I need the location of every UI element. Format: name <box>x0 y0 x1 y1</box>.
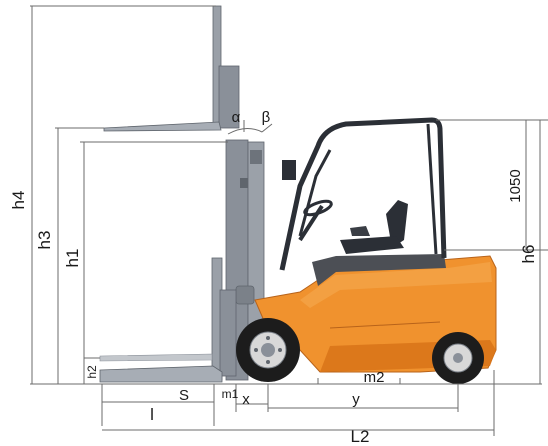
label-s: S <box>179 387 189 404</box>
label-l2: L2 <box>351 427 370 446</box>
front-wheel <box>236 318 300 382</box>
dimension-labels: h4 h3 h1 h2 h6 1050 α β S l m1 x y m2 L2 <box>9 109 538 446</box>
label-1050: 1050 <box>507 169 524 202</box>
mast <box>225 139 265 381</box>
forklift-illustration <box>99 5 497 384</box>
seat <box>340 200 408 254</box>
label-alpha: α <box>232 109 241 126</box>
label-m1: m1 <box>222 387 239 401</box>
label-y: y <box>352 391 360 408</box>
label-m2: m2 <box>364 369 385 386</box>
label-x: x <box>242 391 250 408</box>
dimension-lines <box>30 5 548 436</box>
label-l: l <box>150 405 154 424</box>
label-h2: h2 <box>85 365 99 379</box>
label-h1: h1 <box>63 249 82 268</box>
steering-wheel <box>282 160 333 242</box>
overhead-guard <box>279 117 447 271</box>
label-h4: h4 <box>9 191 28 210</box>
raised-fork <box>103 5 240 132</box>
label-h6: h6 <box>519 245 538 264</box>
label-h3: h3 <box>35 231 54 250</box>
lowered-fork <box>99 257 237 383</box>
rear-wheel <box>432 332 484 384</box>
label-beta: β <box>262 109 271 126</box>
